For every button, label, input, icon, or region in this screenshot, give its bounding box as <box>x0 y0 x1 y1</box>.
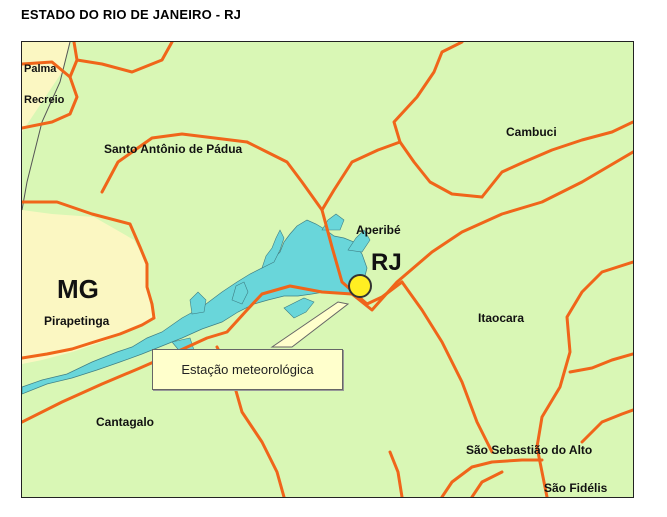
state-border <box>22 42 71 211</box>
station-marker <box>348 274 372 298</box>
label-cambuci: Cambuci <box>506 125 557 139</box>
label-palma: Palma <box>24 63 57 75</box>
label-cantagalo: Cantagalo <box>96 415 155 429</box>
state-label-rj: RJ <box>371 249 402 276</box>
municipal-borders <box>22 42 633 497</box>
reservoir-arm-4 <box>231 281 249 305</box>
reservoir-arm-5 <box>283 297 315 319</box>
label-sao-sebastiao: São Sebastião do Alto <box>466 443 593 457</box>
label-recreio: Recreio <box>24 94 65 106</box>
reservoir-arm-3 <box>189 291 207 315</box>
map-frame[interactable]: Palma Recreio Santo Antônio de Pádua Cam… <box>21 41 634 498</box>
label-santo-antonio: Santo Antônio de Pádua <box>104 142 243 156</box>
mg-land-lower <box>22 210 157 364</box>
label-sao-fidelis: São Fidélis <box>544 481 608 495</box>
label-pirapetinga: Pirapetinga <box>44 314 110 328</box>
station-callout: Estação meteorológica <box>152 349 343 390</box>
label-aperibe: Aperibé <box>356 223 401 237</box>
reservoir-arm-1 <box>261 229 285 269</box>
map-canvas <box>22 42 633 497</box>
reservoir-arm-6 <box>347 229 371 253</box>
page-title: ESTADO DO RIO DE JANEIRO - RJ <box>21 7 242 22</box>
callout-pointer <box>270 301 350 348</box>
state-label-mg: MG <box>57 274 99 304</box>
label-itaocara: Itaocara <box>478 311 525 325</box>
